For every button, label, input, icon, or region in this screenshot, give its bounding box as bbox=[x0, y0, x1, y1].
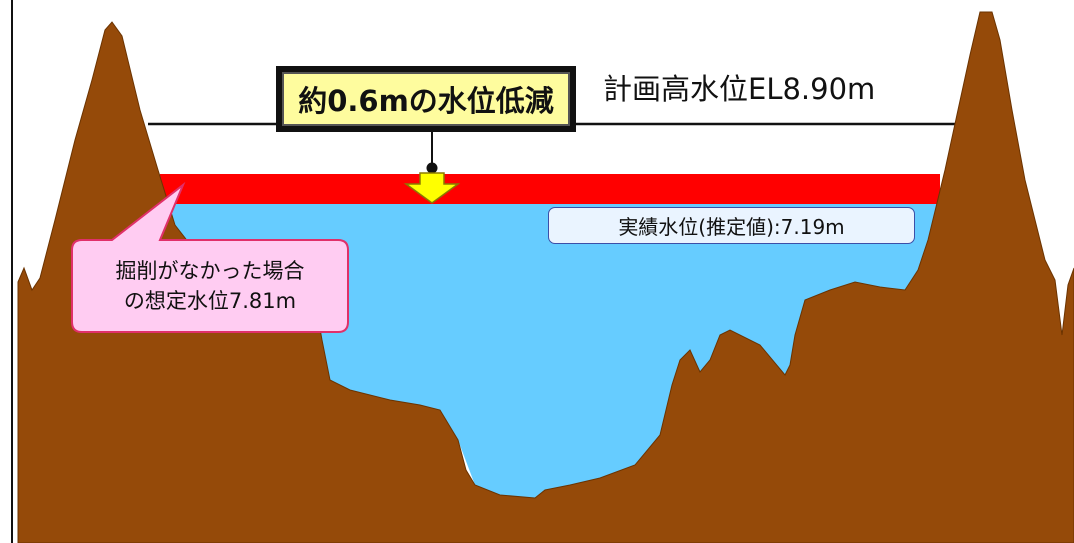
water-level-reduction-label: 約0.6mの水位低減 bbox=[282, 72, 570, 126]
no-excavation-callout-line1: 掘削がなかった場合 bbox=[115, 258, 305, 283]
reduction-pointer-dot bbox=[426, 162, 438, 174]
actual-water-area bbox=[160, 203, 940, 498]
terrain-cross-section bbox=[17, 11, 1074, 543]
water-level-reduction-box: 約0.6mの水位低減 bbox=[276, 66, 576, 132]
no-excavation-callout-bubble bbox=[71, 181, 349, 333]
reduction-down-arrow-icon bbox=[403, 172, 461, 204]
estimated-extra-water-band bbox=[160, 174, 940, 204]
actual-water-level-label: 実績水位(推定値):7.19m bbox=[548, 207, 915, 244]
no-excavation-callout-line2: の想定水位7.81m bbox=[123, 289, 297, 313]
no-excavation-callout-text: 掘削がなかった場合 の想定水位7.81m bbox=[72, 240, 348, 332]
plan-high-water-level-label: 計画高水位EL8.90m bbox=[603, 72, 876, 106]
